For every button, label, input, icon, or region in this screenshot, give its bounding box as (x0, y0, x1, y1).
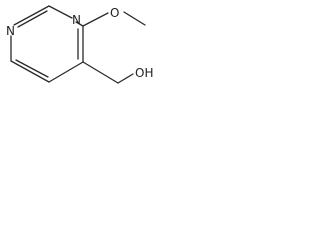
bond-c5-c6 (48, 61, 84, 83)
pyrimidine-ring (10, 5, 84, 83)
bond-ring-o (82, 12, 109, 27)
bond-c4-c5 (10, 60, 50, 83)
hydroxymethyl-group (82, 61, 134, 84)
bond-n1-c2 (48, 5, 73, 19)
bond-o-methyl (123, 11, 146, 26)
atom-oh: OH (135, 66, 153, 80)
atom-n-left: N (6, 24, 15, 38)
bond-c2-n3 (13, 5, 50, 26)
methoxy-group (82, 11, 146, 27)
atom-o-methoxy: O (110, 6, 119, 20)
chemical-structure: N N O OH (6, 5, 153, 84)
bond-c2-n3-inner (17, 10, 48, 28)
atom-n-top: N (72, 13, 81, 27)
bond-ch2-oh (117, 73, 134, 84)
bond-c4-c5-inner (15, 59, 49, 78)
bond-ring-ch2 (82, 61, 119, 84)
bond-c7-n1 (75, 21, 84, 27)
